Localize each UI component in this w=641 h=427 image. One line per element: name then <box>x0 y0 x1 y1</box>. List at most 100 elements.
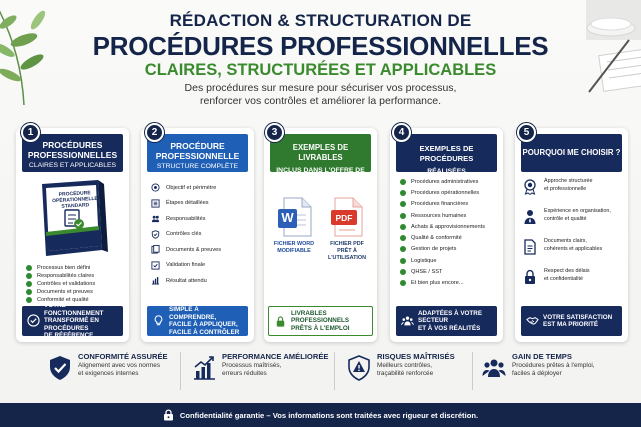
people-icon <box>151 215 160 223</box>
card-procedure-structure: PROCÉDURE PROFESSIONNELLE STRUCTURE COMP… <box>141 128 254 342</box>
card-5-header: POURQUOI ME CHOISIR ? <box>521 134 622 172</box>
list-item: Qualité & conformité <box>400 232 497 243</box>
pdf-label: FICHIER PDF PRÊT À L'UTILISATION <box>318 241 376 262</box>
warning-shield-icon <box>348 355 370 381</box>
shield-check-icon <box>50 356 70 380</box>
reason-4-line-1: Respect des délais <box>544 268 590 274</box>
card-3-title-1: EXEMPLES DE LIVRABLES <box>292 143 349 162</box>
card-4-subtitle: RÉALISÉES <box>427 168 466 175</box>
lock-icon <box>163 409 173 421</box>
card-5-footer-1: VOTRE SATISFACTION <box>543 313 613 321</box>
divider <box>334 352 335 390</box>
footer-bar: Confidentialité garantie – Vos informati… <box>0 403 641 427</box>
benefit-3-title: RISQUES MAÎTRISÉS <box>377 352 455 361</box>
lock-icon <box>525 269 535 284</box>
benefit-4-title: GAIN DE TEMPS <box>512 352 572 361</box>
reason-item: Documents clairs, cohérents et applicabl… <box>523 238 623 264</box>
shield-check-icon <box>151 229 160 239</box>
lightbulb-icon <box>154 315 163 326</box>
list-item: QHSE / SST <box>400 266 497 277</box>
check-dot-icon <box>400 257 406 264</box>
word-file-icon <box>278 197 312 237</box>
list-item: Gestion de projets <box>400 244 497 255</box>
card-3-footer-1: LIVRABLES PROFESSIONNELS <box>291 309 350 325</box>
pdf-letters: PDF <box>335 213 353 223</box>
reason-3-line-2: cohérents et applicables <box>544 245 603 252</box>
card-5-footer: VOTRE SATISFACTION EST MA PRIORITÉ <box>521 306 622 336</box>
card-5-footer-2: EST MA PRIORITÉ <box>543 321 599 328</box>
list-item: Contrôles clés <box>151 227 248 243</box>
check-dot-icon <box>26 297 32 303</box>
check-dot-icon <box>26 265 32 271</box>
card-4-footer-2: ET À VOS RÉALITÉS <box>418 324 481 332</box>
team-icon <box>401 316 414 326</box>
reason-4-line-2: et confidentialité <box>544 275 583 282</box>
documents-icon <box>151 245 160 254</box>
check-dot-icon <box>26 281 32 287</box>
check-dot-icon <box>400 178 406 185</box>
card-3-header: EXEMPLES DE LIVRABLES INCLUS DANS L'OFFR… <box>270 134 371 184</box>
card-2-footer-3: FACILE À CONTRÔLER <box>169 328 240 336</box>
check-dot-icon <box>400 223 406 230</box>
card-1-footer-2: TRANSFORMÉ EN PROCÉDURES <box>44 317 99 332</box>
card-1-header: PROCÉDURES PROFESSIONNELLES CLAIRES ET A… <box>22 134 123 172</box>
expert-person-icon <box>524 210 536 224</box>
list-item: Procédures financières <box>400 199 497 210</box>
card-2-footer: SIMPLE À COMPRENDRE, FACILE À APPLIQUER,… <box>147 306 248 336</box>
growth-chart-icon <box>194 356 215 380</box>
list-item: Ressources humaines <box>400 210 497 221</box>
award-badge-icon <box>524 179 536 195</box>
header-line-3: CLAIRES, STRUCTURÉES ET APPLICABLES <box>144 61 497 79</box>
benefit-4-desc: Procédures prêtes à l'emploi,faciles à d… <box>512 362 595 377</box>
card-1-number: 1 <box>21 123 40 142</box>
card-4-footer: ADAPTÉES À VOTRE SECTEUR ET À VOS RÉALIT… <box>396 306 497 336</box>
check-dot-icon <box>400 189 406 196</box>
header-line-2: PROCÉDURES PROFESSIONNELLES <box>92 31 549 61</box>
footer-text: Confidentialité garantie – Vos informati… <box>179 410 479 420</box>
pdf-file-icon <box>331 197 363 237</box>
list-item: Et bien plus encore... <box>400 278 497 289</box>
target-icon <box>151 183 160 192</box>
divider <box>180 352 181 390</box>
benefit-performance: PERFORMANCE AMÉLIORÉE Processus maîtrisé… <box>192 349 332 397</box>
card-5-title-1: POURQUOI ME CHOISIR ? <box>522 148 621 157</box>
word-label-2: MODIFIABLE <box>277 248 311 254</box>
list-item: Achats & approvisionnements <box>400 221 497 232</box>
list-item: Contrôles et validations <box>26 280 123 288</box>
card-2-title-1: PROCÉDURE <box>170 141 225 151</box>
list-item: Responsabilités claires <box>26 272 123 280</box>
card-3-footer-2: PRÊTS À L'EMPLOI <box>291 324 350 332</box>
card-1-subtitle: CLAIRES ET APPLICABLES <box>28 162 117 169</box>
check-circle-icon <box>27 314 40 327</box>
header-subtitle: Des procédures sur mesure pour sécuriser… <box>0 82 641 108</box>
list-item: Résultat attendu <box>151 273 248 289</box>
document-icon <box>524 239 536 255</box>
reason-item: Approche structurée et professionnelle <box>523 178 623 204</box>
check-square-icon <box>151 261 160 270</box>
card-1-footer-3: DE RÉFÉRENCE <box>44 332 94 340</box>
list-item: Logistique <box>400 255 497 266</box>
reason-1-line-1: Approche structurée <box>544 178 593 184</box>
reason-2-line-1: Expérience en organisation, <box>544 208 611 214</box>
book-title: PROCÉDURE OPÉRATIONNELLE STANDARD <box>47 190 104 211</box>
card-pourquoi-me-choisir: POURQUOI ME CHOISIR ? Approche structuré… <box>515 128 628 342</box>
card-2-footer-2: FACILE À APPLIQUER, <box>169 321 238 328</box>
card-2-header: PROCÉDURE PROFESSIONNELLE STRUCTURE COMP… <box>147 134 248 172</box>
word-label: FICHIER WORD MODIFIABLE <box>268 241 320 255</box>
check-dot-icon <box>400 235 406 242</box>
card-exemples-livrables: EXEMPLES DE LIVRABLES INCLUS DANS L'OFFR… <box>264 128 377 342</box>
card-2-subtitle: STRUCTURE COMPLÈTE <box>156 163 239 170</box>
card-5-number: 5 <box>517 123 536 142</box>
list-item: Processus bien défini <box>26 264 123 272</box>
list-item: Procédures opérationnelles <box>400 187 497 198</box>
card-4-header: EXEMPLES DE PROCÉDURES RÉALISÉES <box>396 134 497 175</box>
benefit-risques: RISQUES MAÎTRISÉS Meilleurs contrôles,tr… <box>347 349 472 397</box>
benefit-2-title: PERFORMANCE AMÉLIORÉE <box>222 352 329 361</box>
card-4-title-1: EXEMPLES DE PROCÉDURES <box>419 144 474 163</box>
card-exemples-procedures: EXEMPLES DE PROCÉDURES RÉALISÉES Procédu… <box>390 128 503 342</box>
card-2-footer-1: SIMPLE À COMPRENDRE, <box>169 306 217 321</box>
procedure-book-icon <box>42 180 108 256</box>
check-dot-icon <box>400 246 406 253</box>
